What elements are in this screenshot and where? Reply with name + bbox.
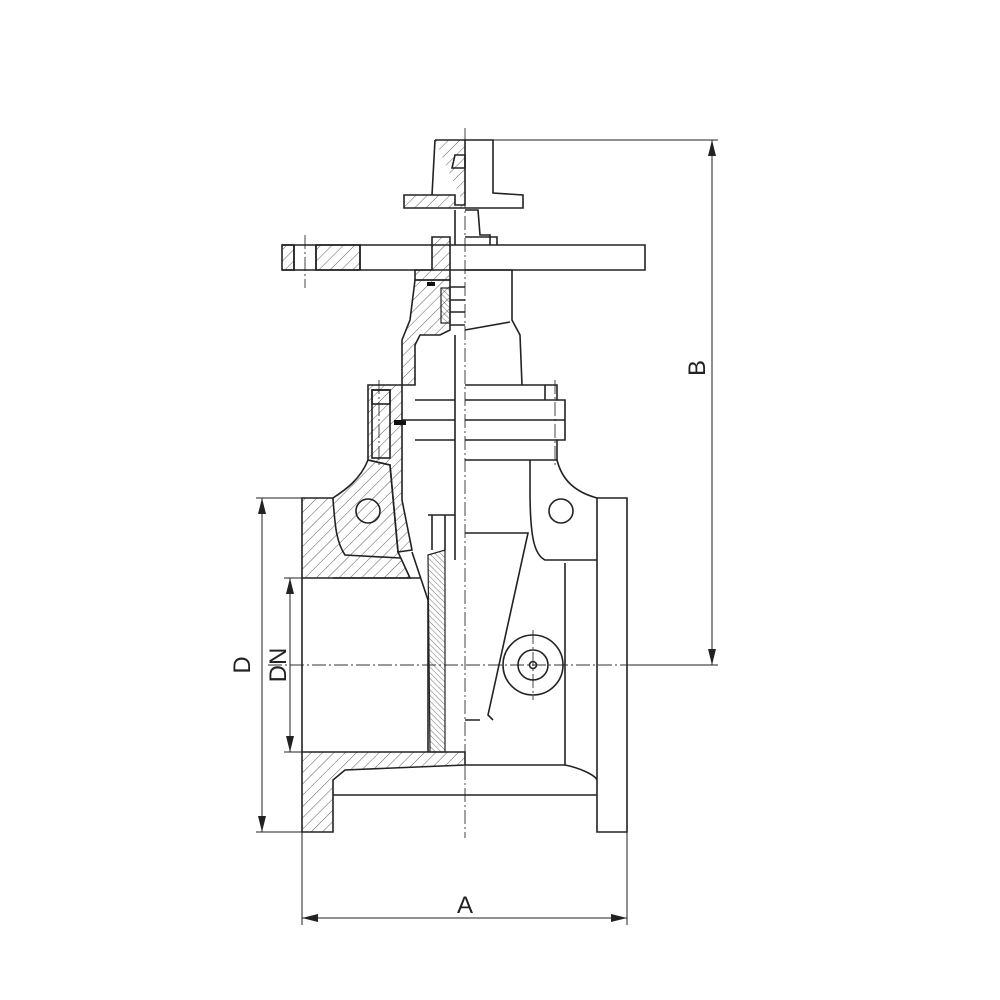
top-flange-plate xyxy=(281,236,646,281)
valve-body xyxy=(301,459,628,833)
dimension-b-label: B xyxy=(684,360,711,376)
dimension-a-label: A xyxy=(457,892,473,919)
bonnet-flange xyxy=(367,384,566,553)
dimension-dn: DN xyxy=(265,577,302,753)
lifting-hole-left xyxy=(355,498,381,524)
bonnet xyxy=(401,269,523,560)
dimension-b: B xyxy=(493,139,718,666)
dimension-d: D xyxy=(229,497,302,833)
dimension-d-label: D xyxy=(229,656,256,673)
drain-plug xyxy=(502,634,564,696)
seal-ring xyxy=(427,282,435,286)
dimension-dn-label: DN xyxy=(265,648,292,683)
dimension-a: A xyxy=(301,832,628,925)
lifting-hole-right xyxy=(548,498,574,524)
cap-nut xyxy=(403,139,524,245)
gasket xyxy=(394,420,406,425)
